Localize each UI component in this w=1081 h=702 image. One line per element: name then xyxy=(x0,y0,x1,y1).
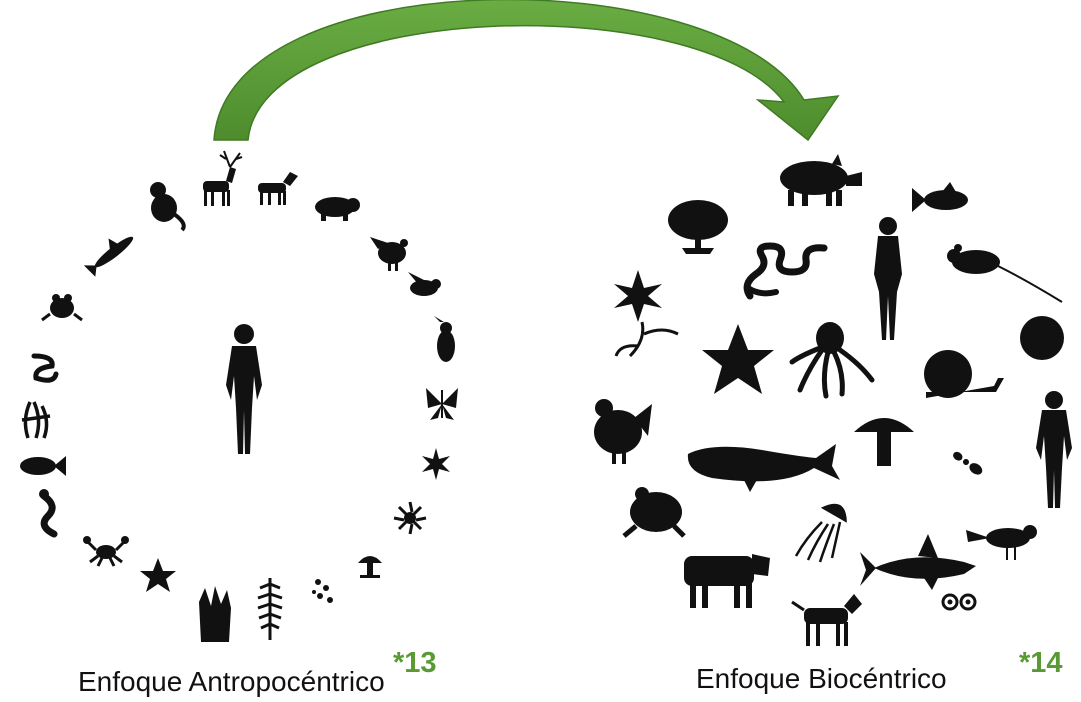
snake-icon xyxy=(747,246,824,296)
starfish-icon xyxy=(702,324,774,394)
deer-icon xyxy=(203,151,242,206)
fern-icon xyxy=(258,578,282,640)
shell-icon xyxy=(1020,316,1064,360)
coral-icon xyxy=(199,586,231,642)
shark-icon xyxy=(860,534,976,590)
left-reference-number: *13 xyxy=(393,647,437,680)
moss-icon xyxy=(312,579,333,603)
right-reference-number: *14 xyxy=(1019,647,1063,680)
tree-icon xyxy=(668,200,728,254)
snake-icon xyxy=(34,356,56,380)
rat-icon xyxy=(947,244,1062,302)
mushroom-icon xyxy=(358,556,382,578)
lizard-icon xyxy=(39,489,54,534)
butterfly-icon xyxy=(426,388,458,420)
dog-icon xyxy=(258,172,298,205)
mushroom-icon xyxy=(854,418,914,466)
ant-icon xyxy=(951,449,985,477)
biocentric-group xyxy=(594,154,1072,646)
cow-icon xyxy=(684,554,770,608)
man-icon xyxy=(1036,391,1072,508)
crab-icon xyxy=(83,536,129,566)
right-caption: Enfoque Biocéntrico xyxy=(696,663,947,695)
anthropocentric-group xyxy=(20,151,458,642)
starfish-icon xyxy=(140,558,176,592)
snail-icon xyxy=(924,350,1004,398)
fish-icon xyxy=(912,182,968,212)
penguin-icon xyxy=(434,316,455,362)
woman-icon xyxy=(874,217,902,340)
transition-arrow xyxy=(214,0,838,140)
bear-icon xyxy=(315,197,360,221)
pig-icon xyxy=(780,154,862,206)
jellyfish-icon xyxy=(394,502,426,534)
fish-icon xyxy=(20,456,66,476)
shark-icon xyxy=(80,226,138,278)
jellyfish-icon xyxy=(796,497,853,562)
frog-icon xyxy=(624,487,684,536)
dog-icon xyxy=(792,594,862,646)
frog-icon xyxy=(42,294,82,320)
left-caption: Enfoque Antropocéntrico xyxy=(78,666,385,698)
whale-icon xyxy=(688,444,840,492)
flower-icon xyxy=(614,270,678,356)
monkey-icon xyxy=(150,182,184,230)
octopus-icon xyxy=(792,322,872,396)
bird-icon xyxy=(408,272,441,296)
turkey-icon xyxy=(370,237,408,271)
bird-icon xyxy=(966,525,1037,560)
human-silhouette-icon xyxy=(226,324,262,454)
flower-icon xyxy=(422,448,450,480)
chicken-icon xyxy=(594,399,652,464)
eyes-icon xyxy=(943,595,975,609)
seaweed-icon xyxy=(22,402,50,438)
